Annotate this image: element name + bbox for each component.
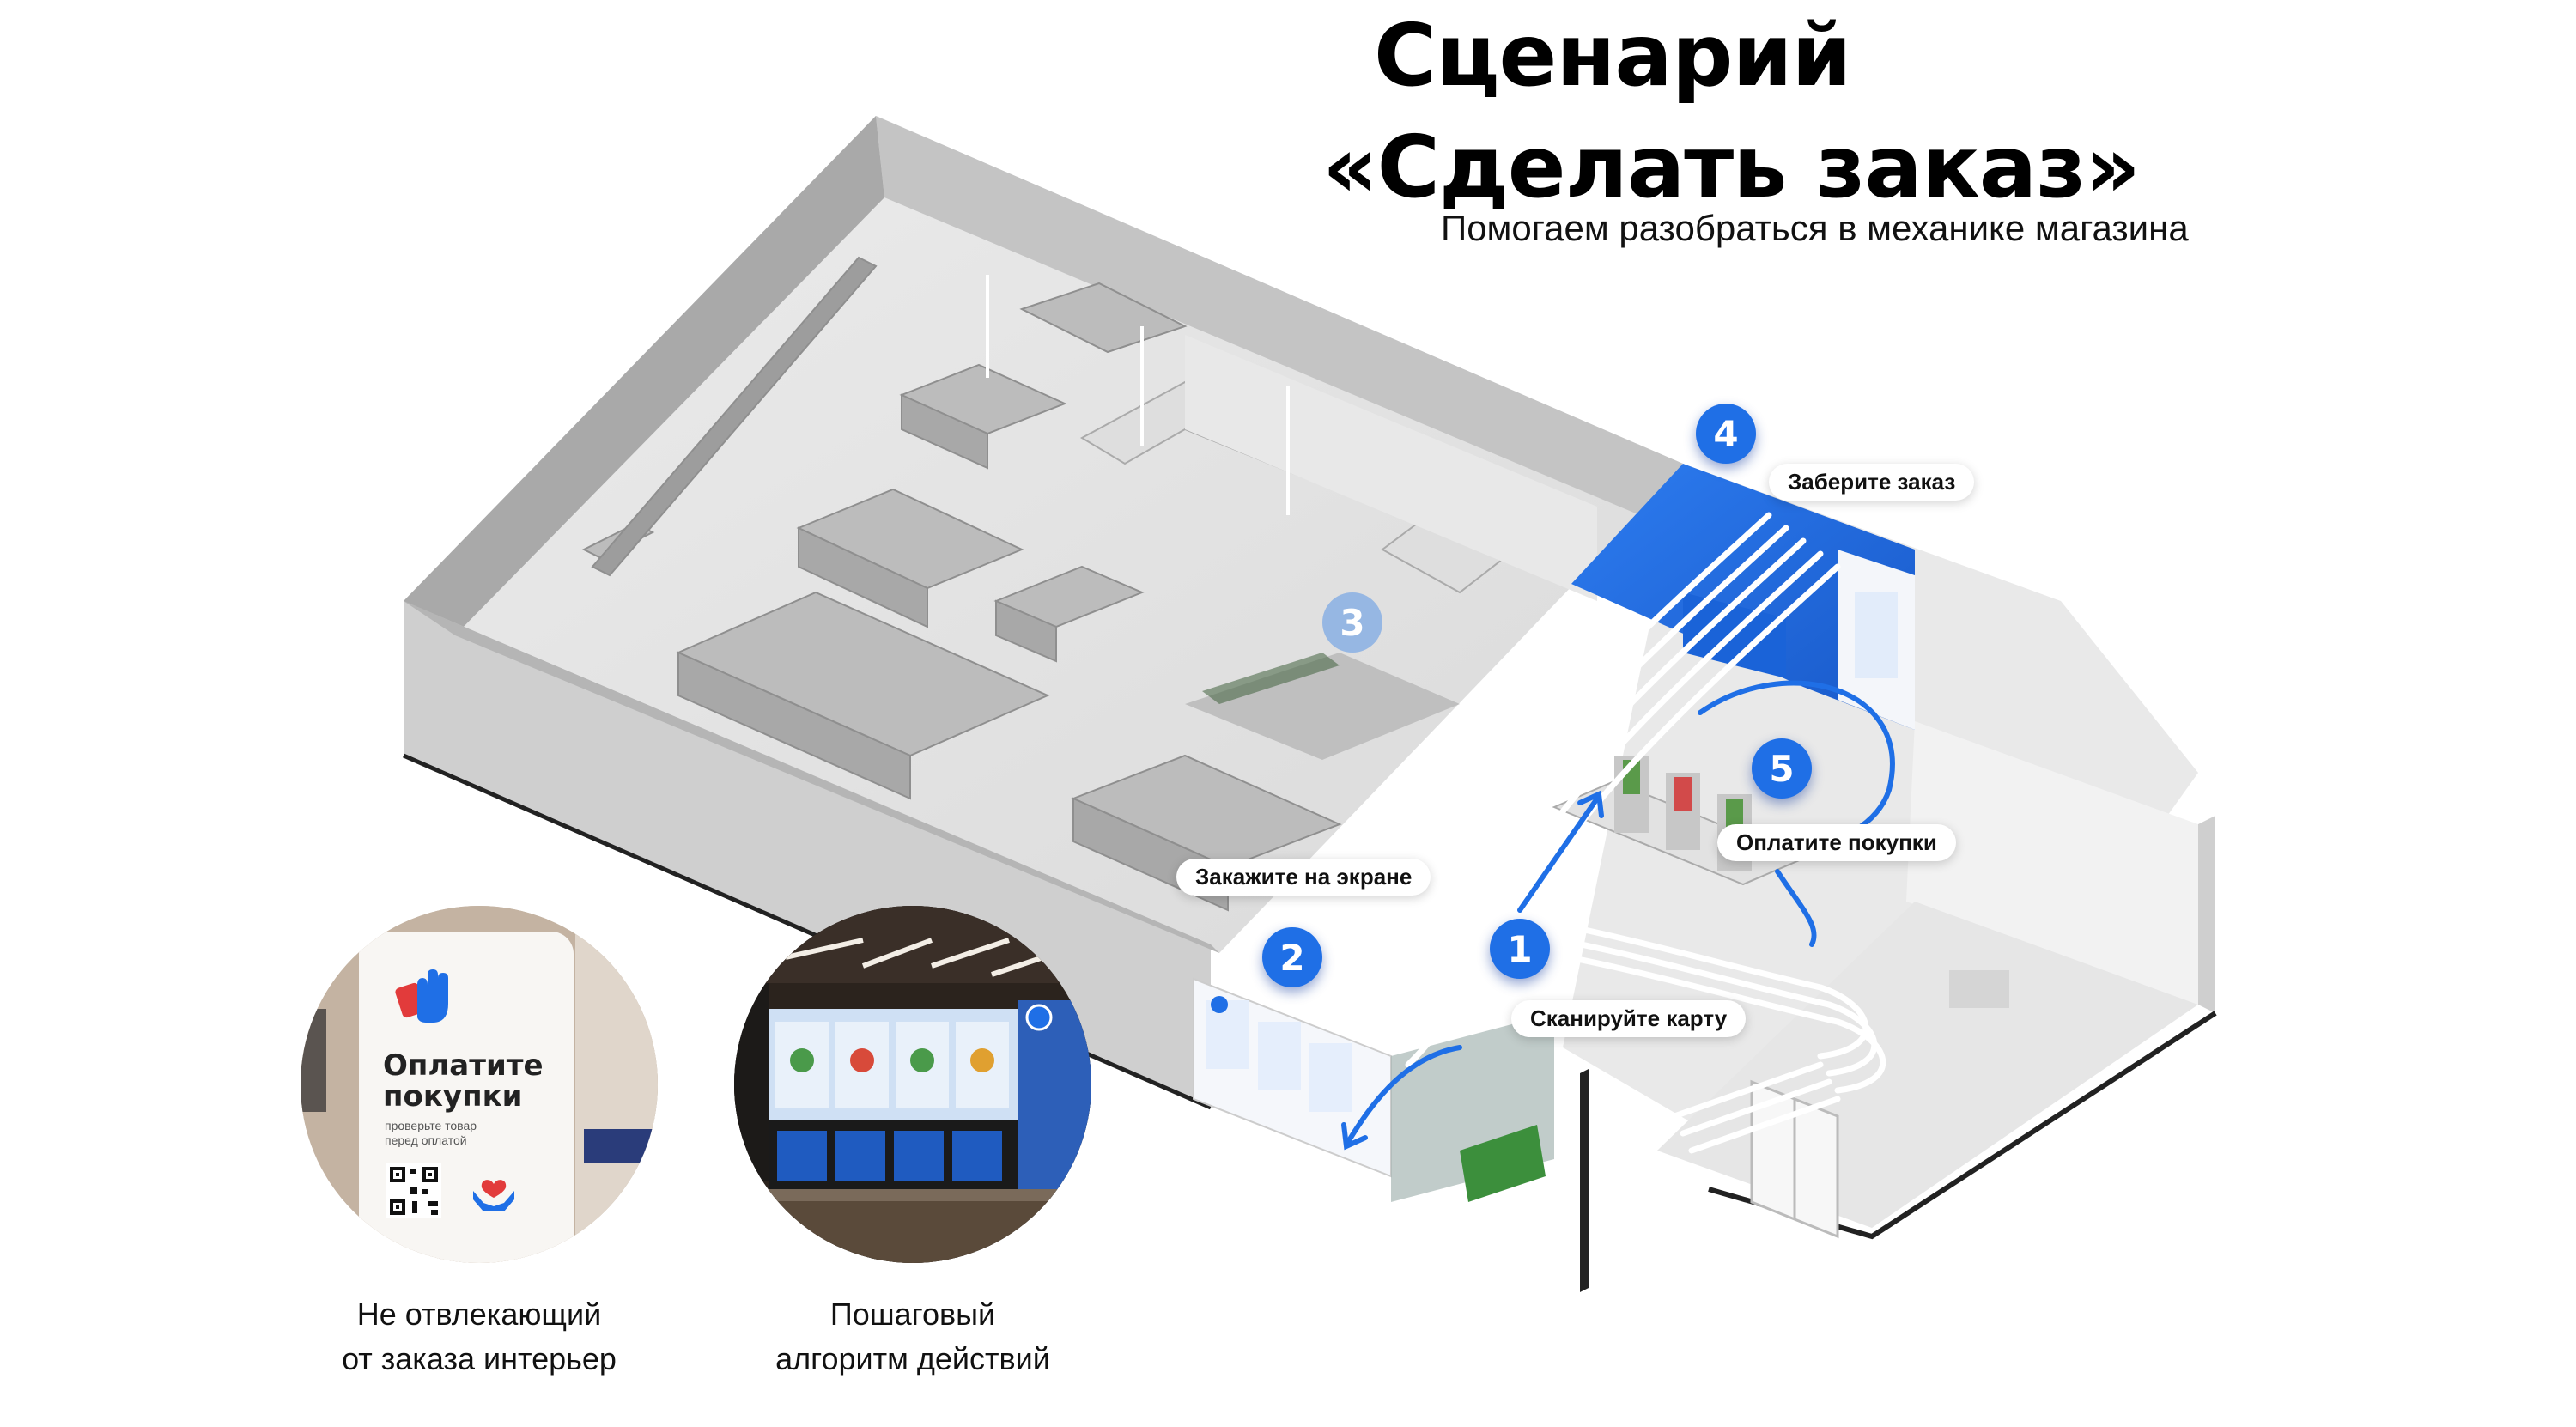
caption-algorithm-line-2: алгоритм действий [775, 1341, 1050, 1376]
step-5-label: Оплатите покупки [1717, 824, 1956, 861]
hands-heart-icon [473, 1180, 514, 1211]
shelving [581, 256, 1342, 912]
vertical-posts [986, 275, 1290, 515]
order-screens [1193, 977, 1554, 1202]
sign-title-line-2: покупки [383, 1079, 523, 1114]
step-2-label: Закажите на экране [1176, 859, 1431, 896]
sign-text: проверьте товар перед оплатой [385, 1119, 477, 1148]
step-1-badge: 1 [1490, 919, 1550, 979]
sign-text-line-2: перед оплатой [385, 1133, 467, 1147]
caption-algorithm-line-1: Пошаговый [829, 1296, 996, 1332]
sign-title-line-1: Оплатите [383, 1048, 544, 1083]
step-1-label: Сканируйте карту [1511, 1000, 1747, 1037]
order-screens-photo [734, 906, 1091, 1263]
caption-interior-line-1: Не отвлекающий [356, 1296, 602, 1332]
caption-interior: Не отвлекающий от заказа интерьер [264, 1292, 694, 1381]
page-title: Сценарий «Сделать заказ» [1322, 0, 2141, 223]
step-5-badge: 5 [1752, 738, 1812, 799]
caption-interior-line-2: от заказа интерьер [342, 1341, 617, 1376]
photo-payment-sign: Оплатите покупки проверьте товар перед о… [301, 906, 658, 1263]
hand-icon [395, 969, 448, 1023]
step-4-badge: 4 [1696, 404, 1756, 464]
caption-algorithm: Пошаговый алгоритм действий [698, 1292, 1127, 1381]
step-3-badge: 3 [1322, 592, 1382, 653]
title-line-1: Сценарий [1374, 5, 1852, 106]
qr-code-icon [386, 1163, 441, 1218]
step-4-label: Заберите заказ [1769, 464, 1975, 501]
step-2-badge: 2 [1262, 927, 1322, 987]
sign-title: Оплатите покупки [383, 1050, 544, 1112]
title-line-2: «Сделать заказ» [1322, 117, 2141, 217]
page-subtitle: Помогаем разобраться в механике магазина [1441, 208, 2189, 248]
photo-order-screens [734, 906, 1091, 1263]
sign-text-line-1: проверьте товар [385, 1119, 477, 1132]
